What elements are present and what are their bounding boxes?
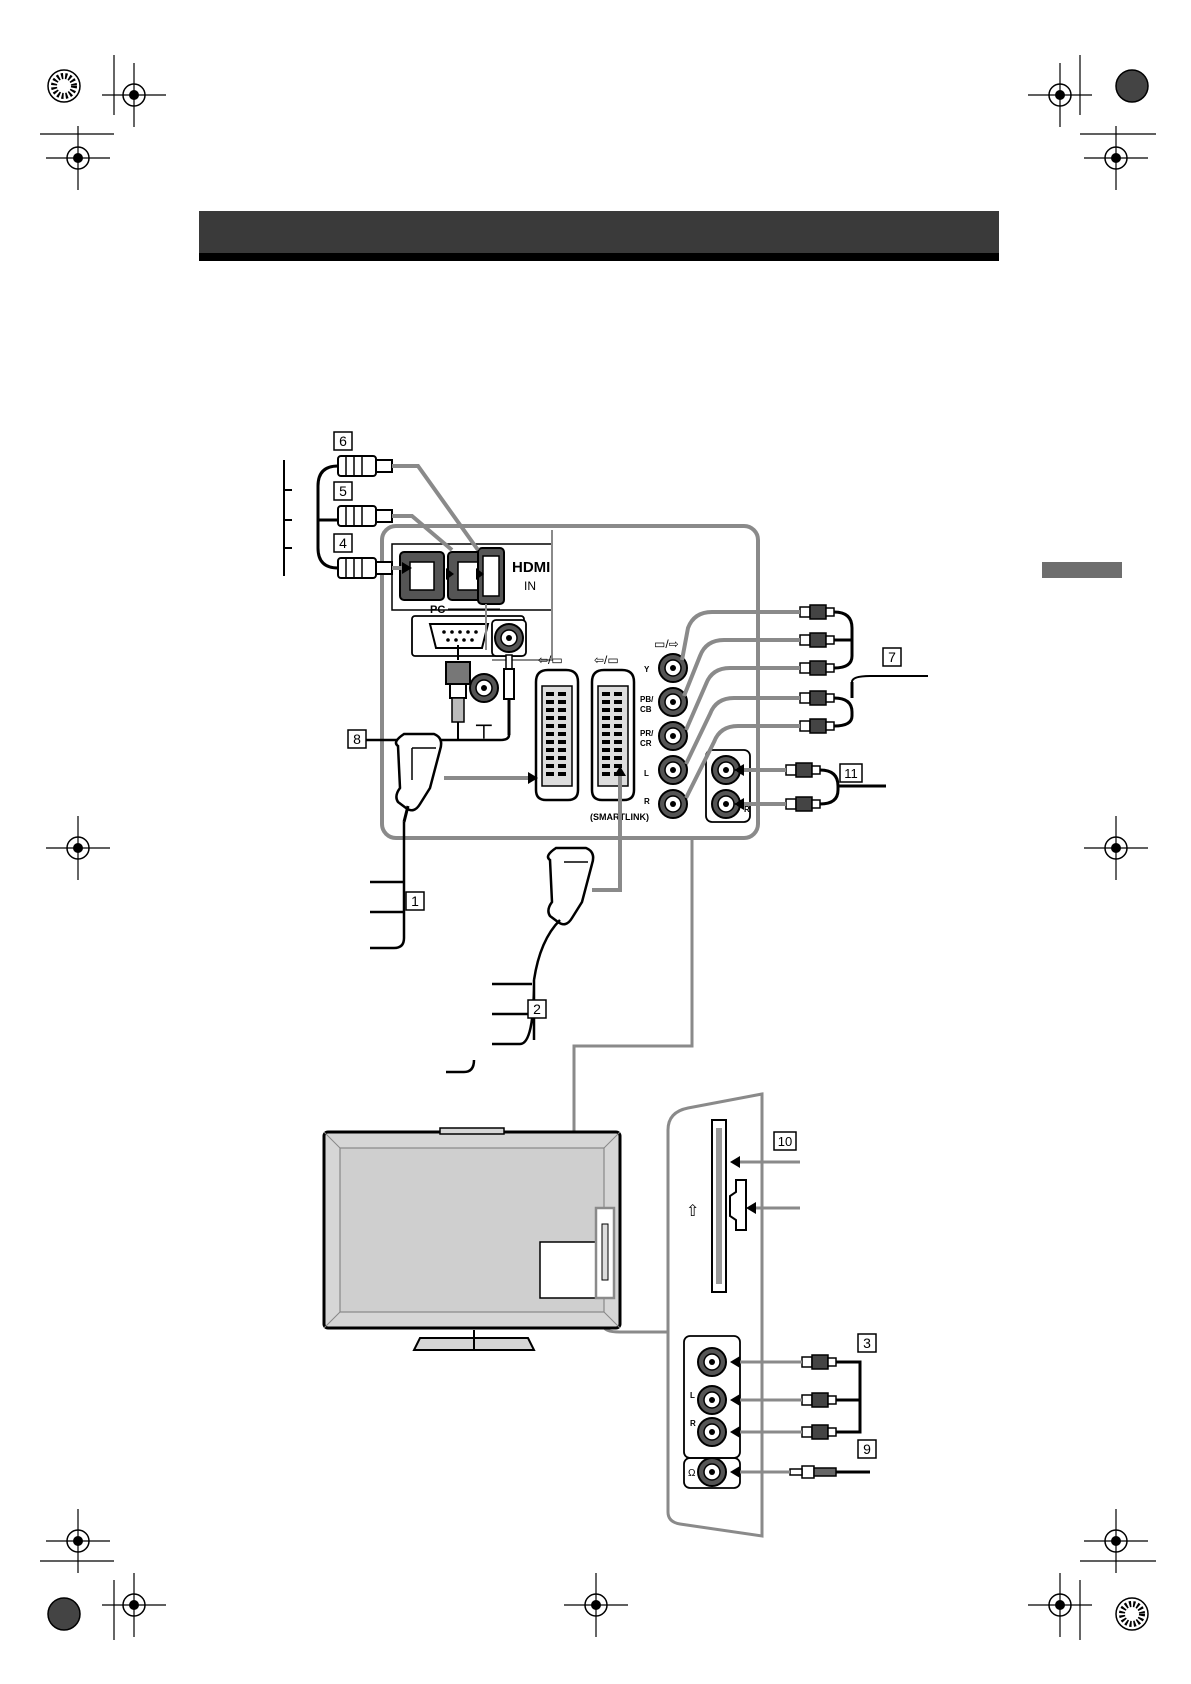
hdmi-cables xyxy=(283,455,484,580)
antenna-port[interactable]: ┬ xyxy=(469,673,499,739)
cb-label: CB xyxy=(640,705,652,714)
callout-5: 5 xyxy=(339,483,347,499)
scart-port-1[interactable]: ⇦/▭ xyxy=(534,653,580,802)
callout-10: 10 xyxy=(778,1134,792,1149)
component-pb-jack[interactable] xyxy=(658,687,688,717)
side-video-jack[interactable] xyxy=(697,1347,727,1377)
component-pr-jack[interactable] xyxy=(658,721,688,751)
minijack-plug-icon xyxy=(503,654,515,735)
callout-3: 3 xyxy=(863,1335,871,1351)
callout-11: 11 xyxy=(844,766,858,781)
pc-audio-jack[interactable] xyxy=(491,619,527,657)
audio-l-label: L xyxy=(644,769,649,778)
callout-numbers: 6 5 4 8 7 11 1 2 10 3 9 xyxy=(333,431,902,1459)
cam-slot[interactable] xyxy=(711,1119,727,1293)
chapter-tab xyxy=(1042,562,1122,578)
pb-label: PB/ xyxy=(640,695,654,704)
callout-4: 4 xyxy=(339,535,347,551)
hdmi-port-3[interactable] xyxy=(477,547,505,605)
side-connector-panel: ⇧ L R Ω xyxy=(666,1092,870,1538)
callout-2: 2 xyxy=(533,1001,541,1017)
monitor-cables xyxy=(734,762,886,812)
cr-label: CR xyxy=(640,739,652,748)
hdmi-port-1[interactable] xyxy=(399,551,445,601)
side-audio-l-jack[interactable] xyxy=(697,1385,727,1415)
pc-vga-port[interactable] xyxy=(428,623,490,649)
scart2-icon: ⇦/▭ xyxy=(594,653,619,667)
callout-9: 9 xyxy=(863,1441,871,1457)
rear-connector-panel: HDMI IN PC xyxy=(380,524,760,840)
audio-r-jack[interactable] xyxy=(658,789,688,819)
antenna-icon: ┬ xyxy=(475,712,492,739)
scart-cable-2 xyxy=(446,766,626,1074)
headphone-jack[interactable] xyxy=(697,1457,727,1487)
registration-marks xyxy=(40,55,1156,1640)
component-cables xyxy=(680,604,928,799)
audio-l-jack[interactable] xyxy=(658,755,688,785)
monitor-r-label: R xyxy=(744,805,750,814)
vga-plug-icon xyxy=(445,645,471,740)
side-audio-r-jack[interactable] xyxy=(697,1417,727,1447)
callout-1: 1 xyxy=(411,893,419,909)
audio-r-label: R xyxy=(644,797,650,806)
rosette-icon xyxy=(1115,1597,1149,1631)
pc-label: PC xyxy=(430,604,445,616)
callout-7: 7 xyxy=(888,649,896,665)
section-header-bar xyxy=(199,211,999,261)
scart1-icon: ⇦/▭ xyxy=(538,653,563,667)
rosette-icon xyxy=(47,1597,81,1631)
side-r-label: R xyxy=(690,1419,696,1428)
hdmi-logo: HDMI xyxy=(512,559,550,576)
component-icon: ▭/⇨ xyxy=(654,637,679,651)
callout-8: 8 xyxy=(353,731,361,747)
side-l-label: L xyxy=(690,1391,695,1400)
headphone-plug-icon xyxy=(730,1465,870,1479)
rosette-icon xyxy=(47,69,81,103)
pr-label: PR/ xyxy=(640,729,654,738)
y-label: Y xyxy=(644,665,650,674)
cam-icon: ⇧ xyxy=(686,1203,699,1220)
headphone-icon: Ω xyxy=(688,1468,696,1479)
rosette-icon xyxy=(1115,69,1149,103)
tv-rear-view xyxy=(322,1127,622,1351)
hdmi-in-label: IN xyxy=(524,579,536,593)
callout-6: 6 xyxy=(339,433,347,449)
scart-cable-1 xyxy=(370,732,538,950)
card-slot[interactable] xyxy=(729,1179,747,1231)
